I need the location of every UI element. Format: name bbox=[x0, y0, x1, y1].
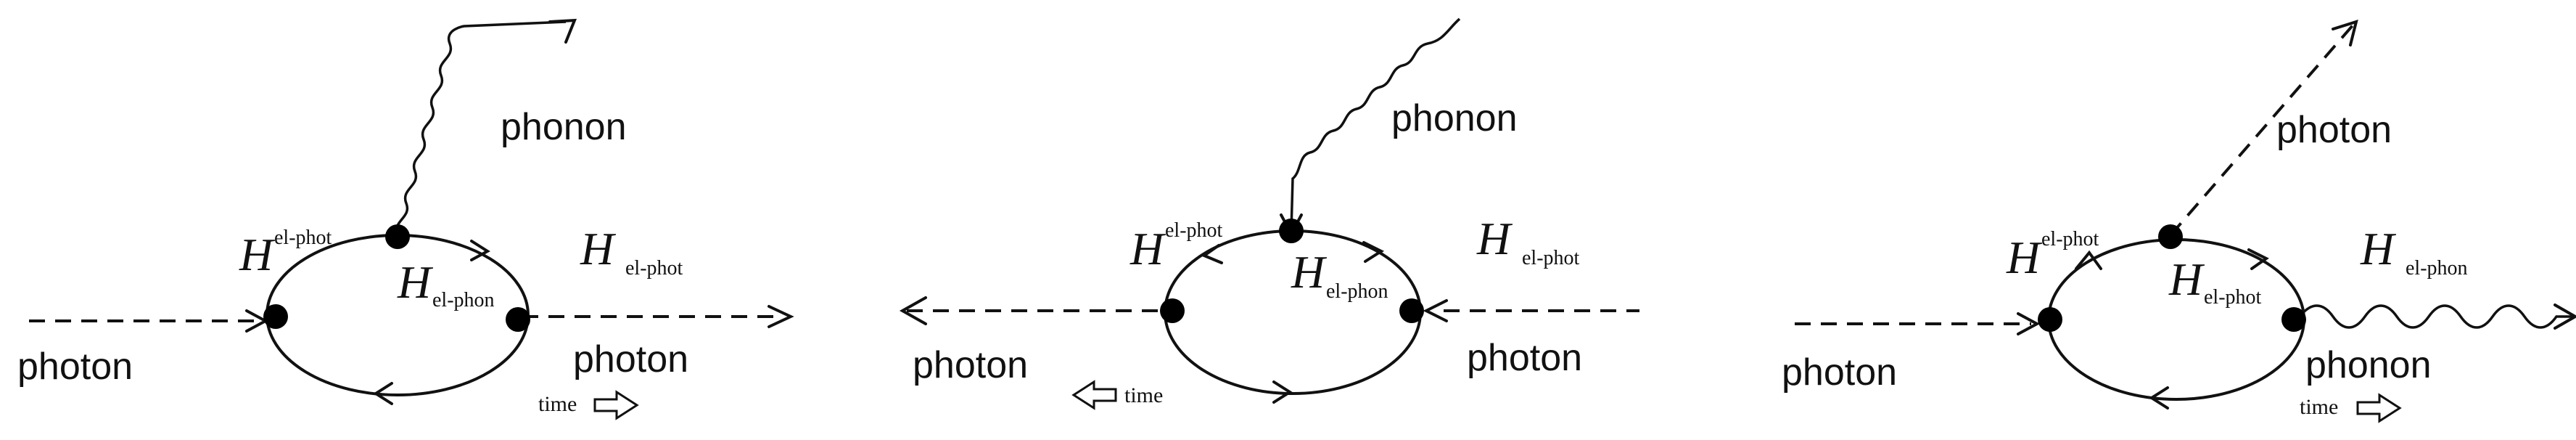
outgoing-photon-line bbox=[2169, 23, 2355, 237]
loop-arrow-top bbox=[2075, 250, 2102, 270]
phonon-wave bbox=[395, 20, 567, 236]
phonon-arrowhead bbox=[2554, 303, 2576, 330]
h-top-superscript: el-phot bbox=[274, 227, 332, 249]
time-arrow-icon bbox=[1071, 380, 1117, 410]
diagram-1: photon photon phonon H el-phot H el-phon… bbox=[17, 18, 794, 420]
phonon-label: phonon bbox=[501, 106, 627, 148]
time-label: time bbox=[538, 392, 577, 416]
phonon-wave bbox=[2298, 304, 2574, 329]
h-inner-label: H bbox=[2168, 253, 2205, 305]
photon-out-label: photon bbox=[573, 338, 688, 380]
diagram-2: photon photon phonon H el-phot H el-phon… bbox=[899, 17, 1639, 410]
photon-out-label: photon bbox=[2276, 109, 2392, 151]
loop-arrow-bottom bbox=[1272, 380, 1293, 404]
outgoing-photon-arrowhead bbox=[768, 305, 794, 328]
phonon-wave bbox=[1290, 17, 1461, 232]
h-right-subscript: el-phot bbox=[625, 257, 683, 280]
photon-in-label: photon bbox=[17, 346, 133, 388]
h-top-label: H bbox=[239, 229, 276, 280]
photon-out-label: photon bbox=[913, 344, 1028, 386]
loop-arrow-top-right bbox=[1362, 241, 1385, 263]
loop-arrow-bottom bbox=[373, 382, 393, 405]
diagram-3: photon photon phonon H el-phot H el-phot… bbox=[1782, 20, 2576, 423]
loop-arrow-bottom bbox=[2149, 386, 2169, 410]
vertex-top bbox=[2158, 224, 2183, 249]
phonon-label: phonon bbox=[1391, 97, 1518, 139]
h-inner-subscript: el-phon bbox=[1326, 280, 1388, 303]
h-top-superscript: el-phot bbox=[1165, 219, 1223, 242]
h-inner-subscript: el-phot bbox=[2204, 286, 2262, 309]
vertex-left bbox=[263, 304, 288, 329]
time-label: time bbox=[1124, 383, 1163, 407]
time-arrow-icon bbox=[2356, 393, 2402, 423]
h-inner-label: H bbox=[1291, 246, 1328, 298]
h-inner-subscript: el-phon bbox=[432, 289, 495, 311]
phonon-label: phonon bbox=[2305, 344, 2432, 386]
photon-in-label: photon bbox=[1467, 337, 1582, 379]
incoming-photon-arrowhead bbox=[2017, 312, 2041, 335]
outgoing-photon-arrowhead bbox=[899, 296, 927, 325]
vertex-right bbox=[2281, 307, 2306, 332]
vertex-left bbox=[1160, 298, 1185, 323]
time-arrow-icon bbox=[593, 390, 639, 420]
loop-arrow-top bbox=[470, 240, 490, 261]
vertex-top bbox=[1279, 219, 1304, 243]
h-top-label: H bbox=[1129, 223, 1166, 274]
h-top-superscript: el-phot bbox=[2041, 228, 2099, 250]
h-right-subscript: el-phot bbox=[1522, 247, 1580, 269]
phonon-arrowhead bbox=[548, 18, 577, 44]
time-label: time bbox=[2300, 395, 2338, 419]
vertex-left bbox=[2038, 307, 2062, 332]
incoming-photon-arrowhead bbox=[1423, 299, 1448, 322]
photon-in-label: photon bbox=[1782, 351, 1897, 394]
vertex-right bbox=[1399, 298, 1424, 323]
h-right-subscript: el-phon bbox=[2406, 257, 2468, 280]
h-right-label: H bbox=[580, 223, 617, 274]
h-right-label: H bbox=[2360, 223, 2397, 274]
loop-arrow-top bbox=[1201, 244, 1223, 264]
h-inner-label: H bbox=[397, 256, 434, 308]
vertex-top bbox=[385, 224, 410, 249]
loop-arrow-top-right bbox=[2247, 248, 2269, 270]
h-top-label: H bbox=[2006, 232, 2043, 283]
h-right-label: H bbox=[1476, 213, 1513, 264]
vertex-right bbox=[506, 307, 530, 332]
outgoing-photon-arrowhead bbox=[2332, 20, 2358, 46]
